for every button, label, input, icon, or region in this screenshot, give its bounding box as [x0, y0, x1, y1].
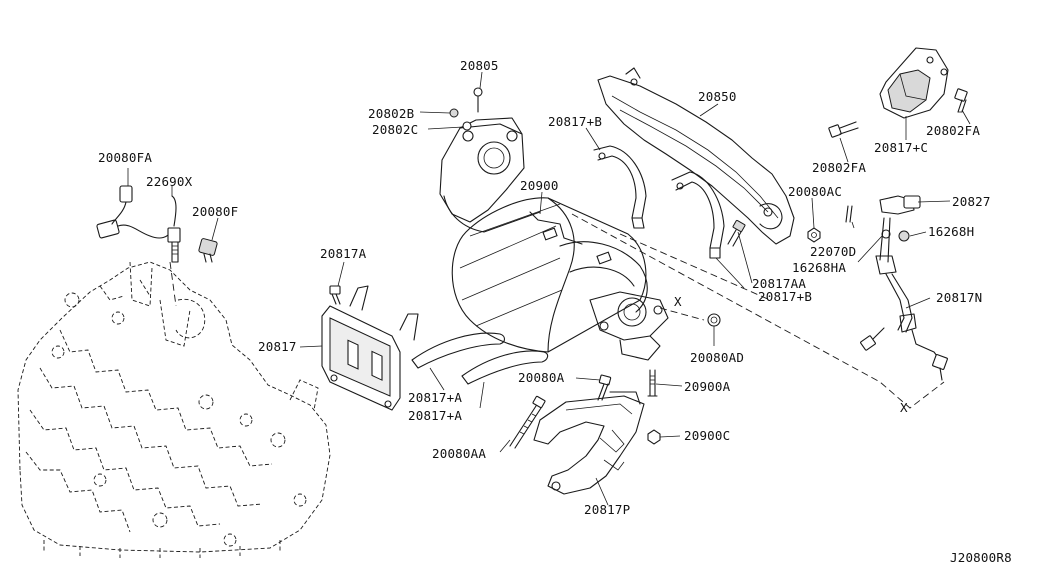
- stud-20900a: [647, 369, 658, 397]
- oxygen-sensor-22690x: [96, 185, 218, 263]
- label-20817a-plus-2: 20817+A: [408, 408, 462, 423]
- bolt-20817a: [329, 285, 341, 305]
- label-22690x: 22690X: [146, 174, 193, 189]
- engine-block-outline: [17, 261, 331, 558]
- label-20080a: 20080A: [518, 370, 565, 385]
- callout-leaders-bolts-right: [737, 197, 815, 284]
- label-20817c: 20817+C: [874, 140, 928, 155]
- callout-leaders-bracket-b: [585, 127, 745, 289]
- label-20900: 20900: [520, 178, 559, 193]
- label-20817n: 20817N: [936, 290, 982, 305]
- bolt-20080ad: [707, 313, 721, 327]
- long-bolt-20080aa: [509, 395, 546, 449]
- assembly-dashed-lines: [169, 213, 945, 409]
- callout-leaders-manifold: [419, 71, 483, 130]
- label-20802fa-mid: 20802FA: [812, 160, 866, 175]
- label-20817b-top: 20817+B: [548, 114, 602, 129]
- label-20080aa: 20080AA: [432, 446, 486, 461]
- marker-x-2: X: [900, 400, 908, 415]
- label-20817a-plus-1: 20817+A: [408, 390, 462, 405]
- label-20802c: 20802C: [372, 122, 418, 137]
- diagram-reference-code: J20800R8: [950, 550, 1012, 565]
- label-20850: 20850: [698, 89, 737, 104]
- callout-leaders-shield: [699, 103, 719, 117]
- exhaust-manifold-flange: [439, 87, 541, 233]
- bolt-20900c: [647, 429, 661, 445]
- label-20080ac: 20080AC: [788, 184, 842, 199]
- callout-leaders-shield-c: [839, 109, 971, 163]
- nut-20080ac: [807, 227, 821, 243]
- label-20817: 20817: [258, 339, 297, 354]
- label-20900c: 20900C: [684, 428, 730, 443]
- label-20827: 20827: [952, 194, 991, 209]
- callout-leaders-cat: [539, 191, 543, 215]
- part-callout-labels: 20805 20802B 20802C 20817+B 20850 20802F…: [98, 58, 1012, 565]
- marker-x-1: X: [674, 294, 682, 309]
- label-20080f: 20080F: [192, 204, 238, 219]
- callout-leaders-sensor-right: [851, 200, 951, 309]
- label-20900a: 20900A: [684, 379, 731, 394]
- label-20817p: 20817P: [584, 502, 630, 517]
- bracket-20817p: [533, 391, 645, 495]
- bolt-20080a: [597, 374, 612, 401]
- label-20080ad: 20080AD: [690, 350, 744, 365]
- bracket-20817: [321, 285, 419, 411]
- callout-leaders-sensor: [127, 168, 219, 241]
- label-20817b-low: 20817+B: [758, 289, 812, 304]
- label-20817a: 20817A: [320, 246, 367, 261]
- label-20817aa: 20817AA: [752, 276, 806, 291]
- bolt-20802fa-mid: [828, 121, 859, 138]
- bracket-20817b-straps: [593, 145, 725, 259]
- label-22070d: 22070D: [810, 244, 856, 259]
- catalytic-converter-20900: [451, 197, 669, 361]
- label-16268h: 16268H: [928, 224, 974, 239]
- label-20802b: 20802B: [368, 106, 414, 121]
- clamp-20817a-pair: [411, 332, 549, 385]
- exhaust-temp-sensor: [845, 195, 948, 381]
- callout-leaders-lower: [499, 377, 683, 506]
- heat-shield-20817c: [879, 47, 949, 119]
- label-16268ha: 16268HA: [792, 260, 846, 275]
- label-20805: 20805: [460, 58, 499, 73]
- callout-leaders-bracket-left: [299, 261, 345, 348]
- label-20080fa: 20080FA: [98, 150, 152, 165]
- bolt-20802fa-right: [954, 88, 968, 113]
- bolt-20817aa: [727, 219, 746, 247]
- callout-leaders-clamps: [429, 367, 485, 409]
- heat-shield-20850: [597, 67, 795, 245]
- label-20802fa-right: 20802FA: [926, 123, 980, 138]
